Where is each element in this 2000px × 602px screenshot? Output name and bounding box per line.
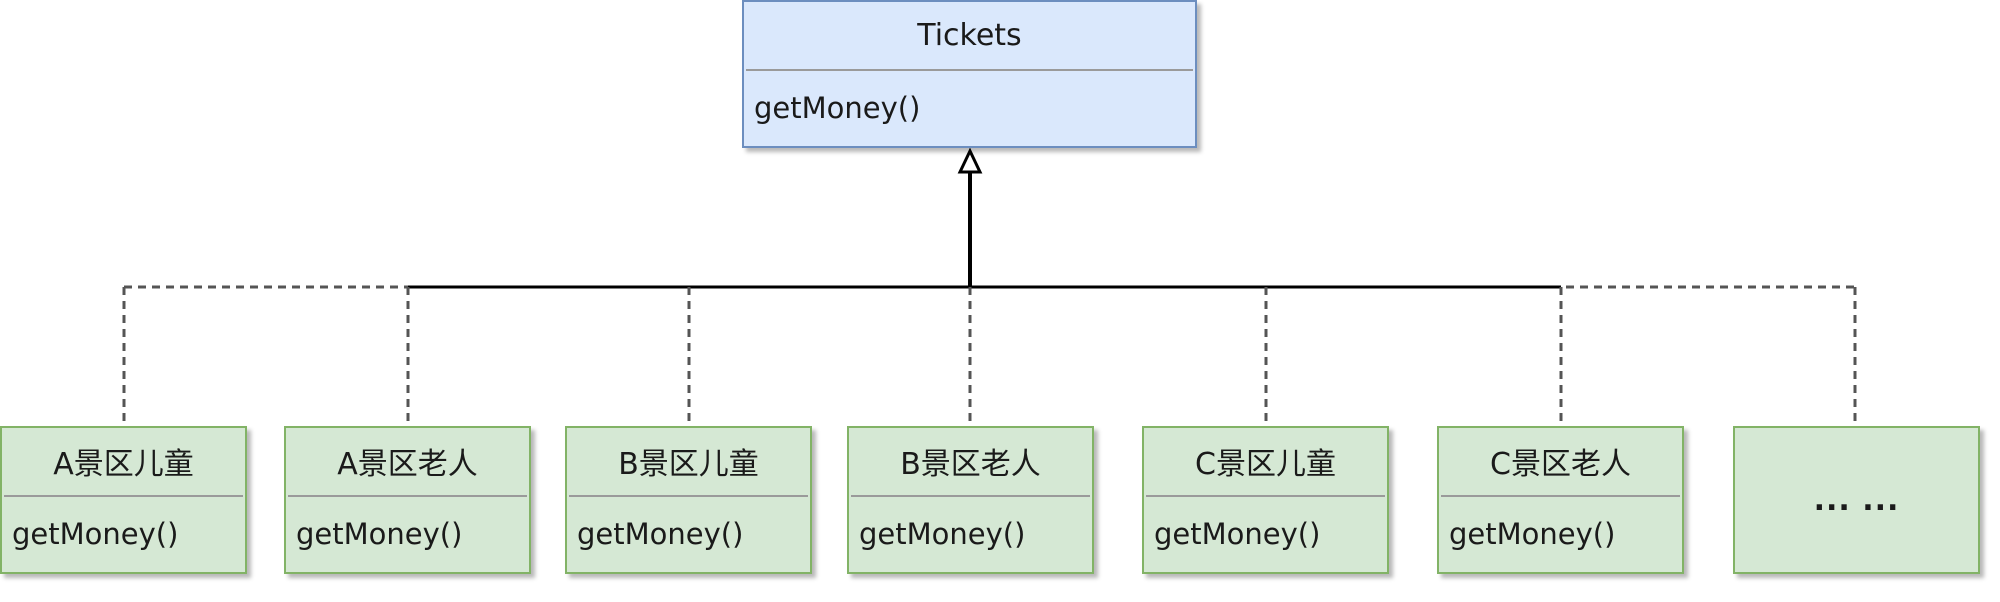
class-divider bbox=[288, 495, 527, 497]
class-c-child[interactable]: C景区儿童 getMoney() bbox=[1142, 426, 1389, 574]
class-a-child[interactable]: A景区儿童 getMoney() bbox=[0, 426, 247, 574]
class-divider bbox=[746, 69, 1193, 71]
class-divider bbox=[1441, 495, 1680, 497]
class-method: getMoney() bbox=[12, 517, 179, 551]
class-name: C景区儿童 bbox=[1195, 447, 1336, 482]
class-b-senior[interactable]: B景区老人 getMoney() bbox=[847, 426, 1094, 574]
class-tickets[interactable]: Tickets getMoney() bbox=[742, 0, 1197, 148]
class-a-senior[interactable]: A景区老人 getMoney() bbox=[284, 426, 531, 574]
class-divider bbox=[1146, 495, 1385, 497]
class-method: getMoney() bbox=[1449, 517, 1616, 551]
class-name: A景区老人 bbox=[337, 447, 478, 482]
class-divider bbox=[4, 495, 243, 497]
class-name: Tickets bbox=[917, 17, 1022, 53]
class-method: getMoney() bbox=[1154, 517, 1321, 551]
ellipsis-text: ... ... bbox=[1813, 482, 1900, 518]
class-method: getMoney() bbox=[577, 517, 744, 551]
class-divider bbox=[569, 495, 808, 497]
class-name: B景区儿童 bbox=[618, 447, 759, 482]
class-c-senior[interactable]: C景区老人 getMoney() bbox=[1437, 426, 1684, 574]
class-method: getMoney() bbox=[754, 91, 921, 125]
class-name: C景区老人 bbox=[1490, 447, 1631, 482]
class-method: getMoney() bbox=[859, 517, 1026, 551]
class-b-child[interactable]: B景区儿童 getMoney() bbox=[565, 426, 812, 574]
class-name: A景区儿童 bbox=[53, 447, 194, 482]
class-method: getMoney() bbox=[296, 517, 463, 551]
class-divider bbox=[851, 495, 1090, 497]
generalization-arrowhead bbox=[957, 147, 983, 174]
class-name: B景区老人 bbox=[900, 447, 1041, 482]
class-more-placeholder[interactable]: ... ... bbox=[1733, 426, 1980, 574]
